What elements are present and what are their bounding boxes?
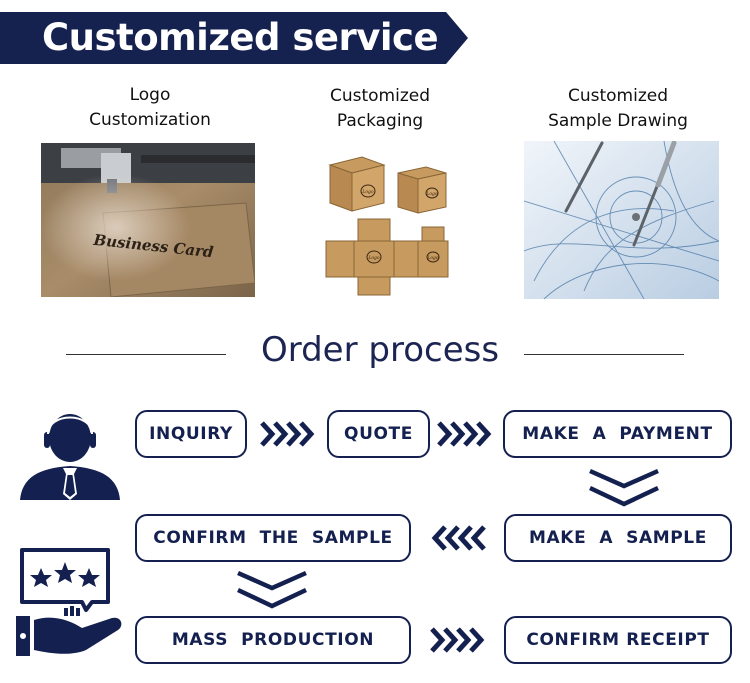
service-label-line: Customized xyxy=(329,86,431,106)
rating-feedback-icon xyxy=(12,544,130,664)
chevron-down-icon xyxy=(588,468,660,512)
step-mass-production: MASS PRODUCTION xyxy=(135,616,411,664)
chevron-right-icon xyxy=(260,420,316,452)
divider-right xyxy=(524,354,684,355)
step-quote: QUOTE xyxy=(327,410,430,458)
service-label-line: Customized xyxy=(567,86,669,106)
step-confirm-receipt: CONFIRM RECEIPT xyxy=(504,616,732,664)
sample-drawing-image xyxy=(524,141,719,299)
step-make-sample: MAKE A SAMPLE xyxy=(504,514,732,562)
service-label-packaging: Customized Packaging xyxy=(290,84,470,134)
service-label-line: Logo xyxy=(129,85,171,105)
box-logo-text: Logo xyxy=(426,255,439,261)
service-label-line: Packaging xyxy=(336,111,424,131)
banner-shape xyxy=(0,12,468,64)
packaging-image: Logo Logo Logo Logo xyxy=(322,143,452,299)
step-inquiry: INQUIRY xyxy=(135,410,247,458)
box-logo-text: Logo xyxy=(367,255,380,261)
chevron-right-icon xyxy=(430,626,486,658)
step-make-payment: MAKE A PAYMENT xyxy=(503,410,732,458)
chevron-left-icon xyxy=(430,524,486,556)
chevron-right-icon xyxy=(437,420,493,452)
chevron-down-icon xyxy=(236,570,308,614)
logo-customization-image: Business Card xyxy=(41,143,255,297)
service-label-drawing: Customized Sample Drawing xyxy=(528,84,708,134)
service-label-line: Sample Drawing xyxy=(548,111,688,131)
divider-left xyxy=(66,354,226,355)
service-label-logo: Logo Customization xyxy=(60,83,240,133)
service-label-line: Customization xyxy=(89,110,211,130)
order-process-title: Order process xyxy=(260,330,500,370)
page-title: Customized service xyxy=(42,16,439,59)
step-confirm-sample: CONFIRM THE SAMPLE xyxy=(135,514,411,562)
customer-service-icon xyxy=(20,408,120,500)
header-banner: Customized service xyxy=(0,12,470,64)
box-logo-text: Logo xyxy=(361,189,374,195)
box-logo-text: Logo xyxy=(425,191,438,197)
